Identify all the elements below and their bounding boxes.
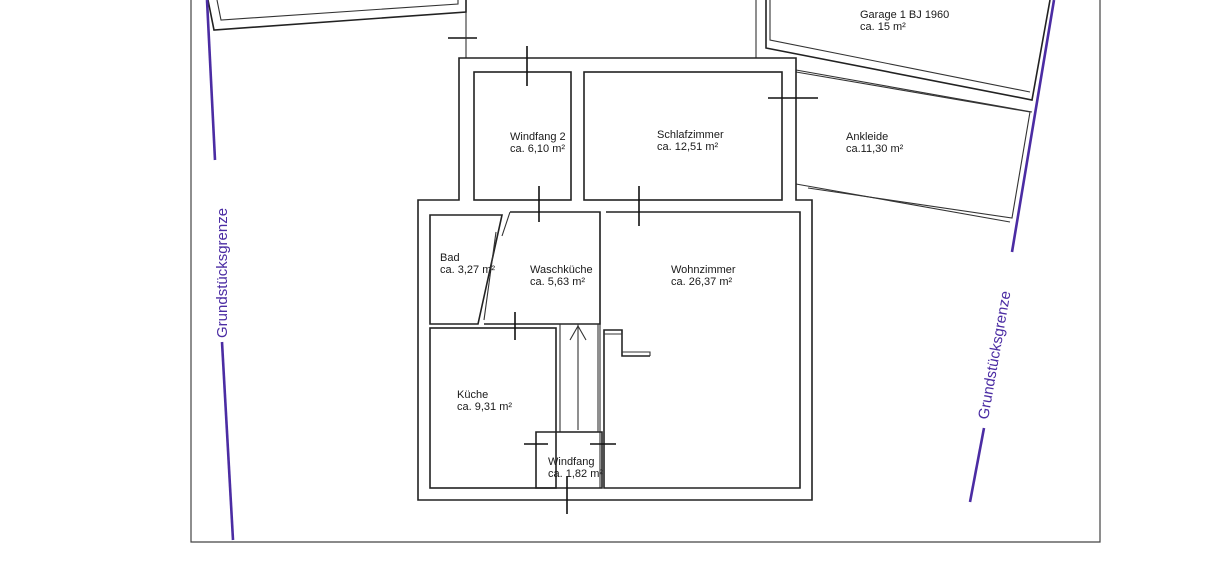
- windfang-area: ca. 1,82 m²: [548, 468, 603, 480]
- bad-name: Bad: [440, 252, 460, 264]
- bad-door-leaf: [483, 231, 497, 321]
- schlafzimmer-room: [583, 71, 783, 201]
- property-boundary-right-upper: [1010, 0, 1056, 253]
- wohnzimmer-room: [603, 211, 801, 489]
- property-boundary-right-lower: [968, 427, 986, 503]
- property-boundary-left-upper: [205, 0, 217, 161]
- bad-area: ca. 3,27 m²: [440, 264, 495, 276]
- wohnzimmer-name: Wohnzimmer: [671, 264, 736, 276]
- neighbor-building-inner: [216, 0, 459, 21]
- windfang-room: [535, 431, 603, 489]
- plan-frame: [190, 0, 1101, 543]
- house-outer-wall: [417, 57, 813, 501]
- garage-area: ca. 15 m²: [860, 21, 906, 33]
- waschkueche-name: Waschküche: [530, 264, 593, 276]
- bad-room: [429, 214, 503, 325]
- garage-lower-wall: [795, 69, 1033, 113]
- ankleide-lower-wall: [795, 183, 1011, 223]
- boundary-label-left: Grundstücksgrenze: [214, 208, 231, 338]
- neighbor-building-outline: [207, 0, 467, 31]
- kueche-name: Küche: [457, 389, 488, 401]
- waschkueche-wall-diag: [501, 211, 511, 237]
- ankleide-area: ca.11,30 m²: [846, 143, 904, 155]
- staircase-arrow: [569, 324, 587, 341]
- schlafzimmer-name: Schlafzimmer: [657, 129, 724, 141]
- kueche-area: ca. 9,31 m²: [457, 401, 512, 413]
- windfang2-name: Windfang 2: [510, 131, 566, 143]
- staircase: [559, 323, 599, 433]
- waschkueche-area: ca. 5,63 m²: [530, 276, 585, 288]
- ankleide-outline: [795, 71, 1031, 219]
- windfang2-area: ca. 6,10 m²: [510, 143, 565, 155]
- property-boundary-left-lower: [220, 341, 235, 541]
- windfang-name: Windfang: [548, 456, 594, 468]
- schlafzimmer-area: ca. 12,51 m²: [657, 141, 718, 153]
- garage-name: Garage 1 BJ 1960: [860, 9, 949, 21]
- garage-inner: [769, 0, 1031, 93]
- wohnzimmer-area: ca. 26,37 m²: [671, 276, 732, 288]
- boundary-label-right: Grundstücksgrenze: [975, 290, 1014, 421]
- kueche-room: [429, 327, 557, 489]
- windfang2-room: [473, 71, 572, 201]
- garage-outline: [765, 0, 1051, 101]
- waschkueche-room: [484, 211, 601, 325]
- wohnzimmer-pillar: [604, 333, 651, 356]
- ankleide-name: Ankleide: [846, 131, 888, 143]
